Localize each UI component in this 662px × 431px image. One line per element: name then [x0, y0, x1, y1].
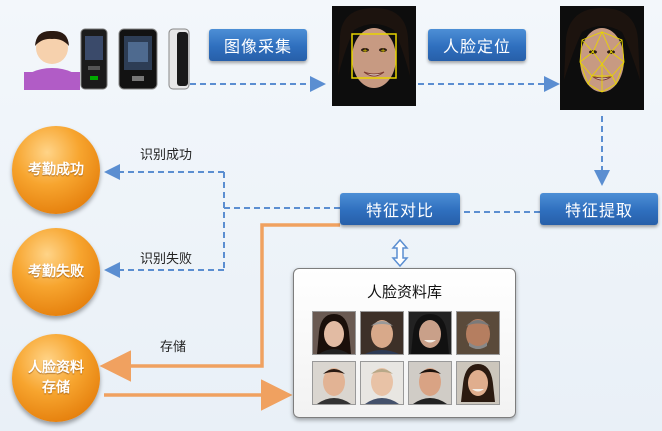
- step-feature-extract: 特征提取: [540, 193, 658, 225]
- database-face-thumbnail: [360, 361, 404, 405]
- step-image-capture-label: 图像采集: [223, 37, 292, 56]
- result-face-data-store-label: 人脸资料 存储: [28, 358, 84, 398]
- database-face-thumbnail: [312, 361, 356, 405]
- user-avatar-icon: [24, 30, 80, 90]
- attendance-device-2-icon: [118, 28, 158, 90]
- face-detection-image: + +: [332, 6, 416, 106]
- database-face-thumbnail: [408, 361, 452, 405]
- result-attendance-fail-label: 考勤失败: [28, 264, 84, 280]
- step-face-locate-label: 人脸定位: [442, 37, 511, 56]
- label-recognize-fail: 识别失败: [140, 252, 193, 267]
- face-landmark-photo: [560, 6, 644, 110]
- store-label-line1: 人脸资料: [28, 360, 84, 376]
- database-face-thumbnail: [408, 311, 452, 355]
- attendance-device-3-icon: [168, 28, 190, 90]
- database-face-thumbnail: [456, 311, 500, 355]
- database-face-thumbnail: [360, 311, 404, 355]
- svg-text:+: +: [380, 47, 386, 55]
- step-face-locate: 人脸定位: [428, 29, 526, 61]
- step-feature-extract-label: 特征提取: [564, 201, 633, 220]
- label-recognize-success: 识别成功: [140, 148, 193, 163]
- face-detection-photo: + +: [332, 6, 416, 106]
- face-landmark-image: [560, 6, 644, 110]
- result-attendance-success-label: 考勤成功: [28, 162, 84, 178]
- step-feature-compare: 特征对比: [340, 193, 460, 225]
- attendance-device-1-icon: [80, 28, 108, 90]
- face-database-title: 人脸资料库: [366, 283, 442, 301]
- arrow-compare-to-store: [99, 223, 340, 382]
- step-image-capture: 图像采集: [209, 29, 307, 61]
- result-attendance-fail: 考勤失败: [12, 228, 100, 316]
- result-attendance-success: 考勤成功: [12, 126, 100, 214]
- face-database-panel: 人脸资料库: [293, 268, 516, 418]
- database-face-thumbnail: [456, 361, 500, 405]
- svg-text:+: +: [362, 47, 368, 55]
- step-feature-compare-label: 特征对比: [365, 201, 434, 220]
- result-face-data-store: 人脸资料 存储: [12, 334, 100, 422]
- arrow-compare-database-up: [391, 238, 409, 268]
- store-label-line2: 存储: [42, 380, 70, 396]
- database-face-thumbnail: [312, 311, 356, 355]
- label-store: 存储: [160, 340, 187, 355]
